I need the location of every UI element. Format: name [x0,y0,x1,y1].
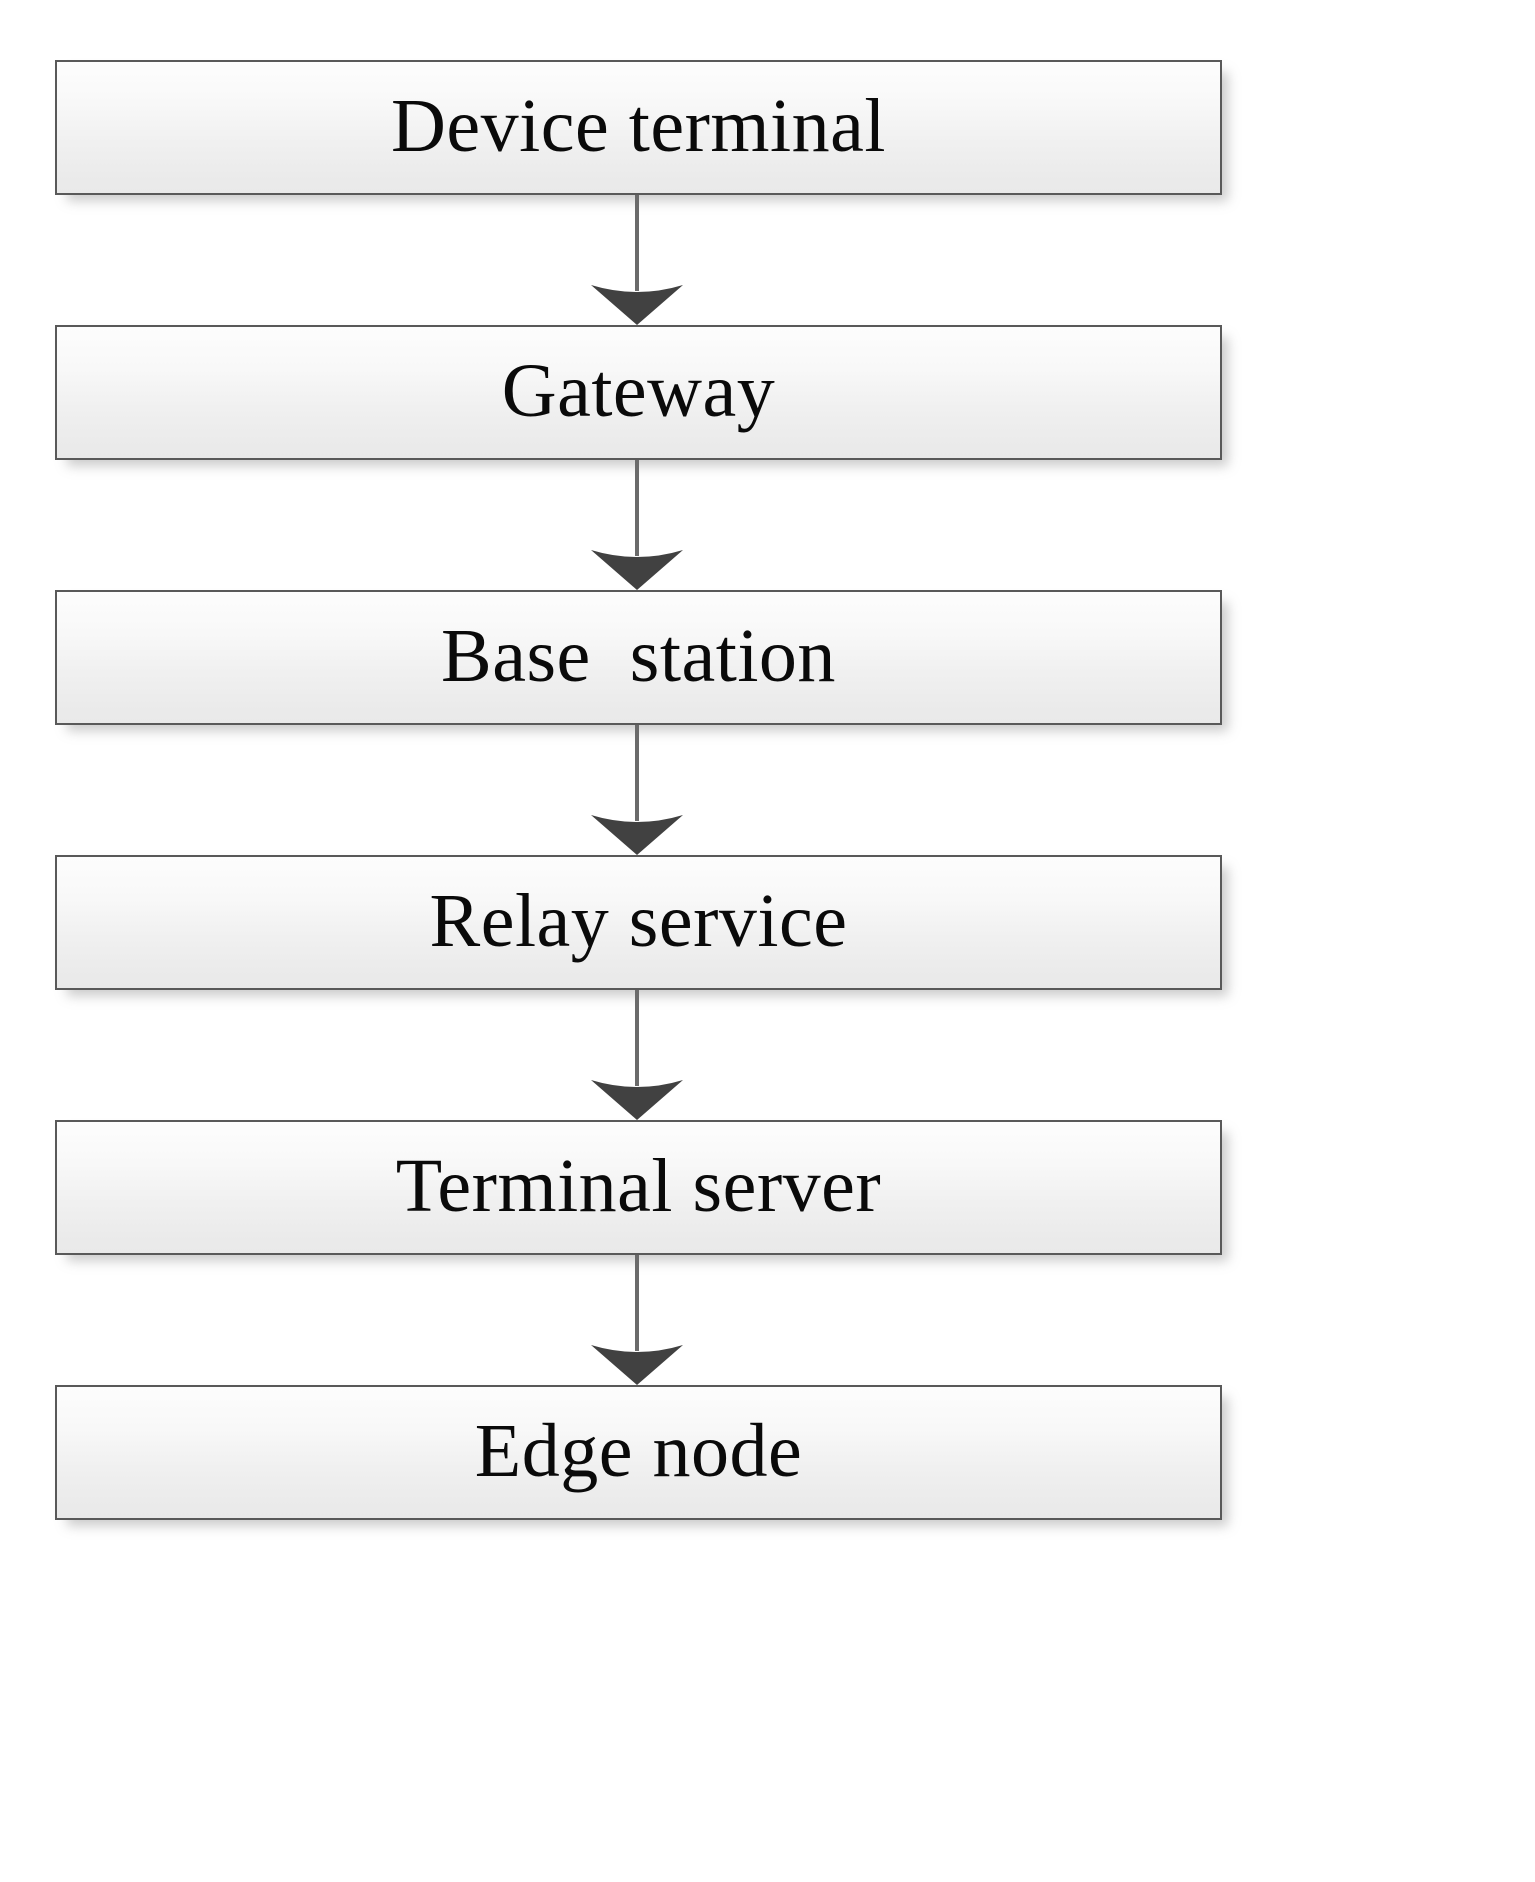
flow-connector-gateway-to-base-station [55,460,1222,590]
flow-node-label: Gateway [501,348,776,433]
flow-node-label: Terminal server [395,1143,882,1228]
flow-connector-base-station-to-relay-service [55,725,1222,855]
flow-connector-relay-service-to-terminal-server [55,990,1222,1120]
flow-node-label: Base station [441,613,836,698]
flow-node-gateway[interactable]: Gateway [55,325,1222,460]
flow-node-edge-node[interactable]: Edge node [55,1385,1222,1520]
flow-connector-device-terminal-to-gateway [55,195,1222,325]
flow-node-terminal-server[interactable]: Terminal server [55,1120,1222,1255]
flow-node-base-station[interactable]: Base station [55,590,1222,725]
flow-node-label: Relay service [429,878,848,963]
flow-column: Device terminal Gateway Base station [55,60,1222,1520]
flow-node-label: Device terminal [391,83,886,168]
flow-connector-terminal-server-to-edge-node [55,1255,1222,1385]
flow-node-relay-service[interactable]: Relay service [55,855,1222,990]
flow-node-device-terminal[interactable]: Device terminal [55,60,1222,195]
flow-node-label: Edge node [474,1408,803,1493]
